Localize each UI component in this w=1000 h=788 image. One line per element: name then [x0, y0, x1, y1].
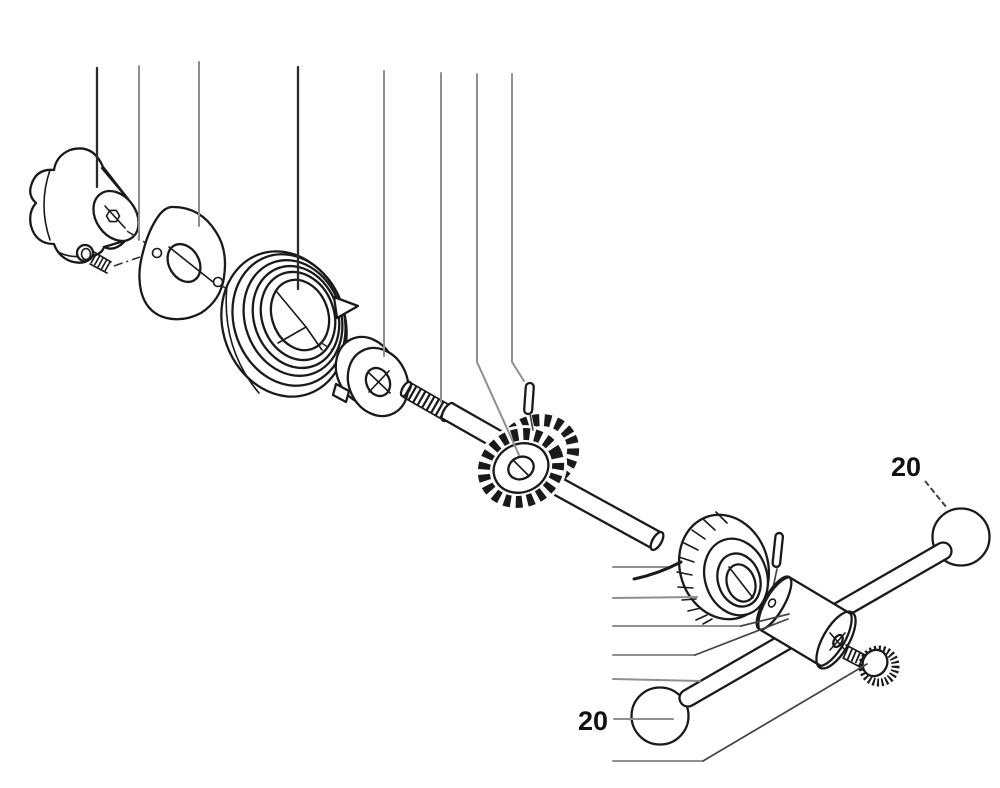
part-number-label-bottom-left: 20 [578, 706, 608, 736]
left-leader-lines [612, 560, 868, 762]
washer-tab [331, 382, 351, 404]
label-leader-upper [924, 480, 948, 509]
spiral-spring-drum [220, 250, 360, 398]
thumbscrew-knurled-head [858, 645, 900, 687]
top-leader-lines [95, 61, 525, 456]
knurled-thumbscrew [842, 644, 900, 687]
set-screw [75, 243, 112, 274]
spur-gear [474, 414, 580, 511]
gasket-plate [138, 205, 227, 321]
spring-tab [332, 295, 360, 320]
tab-washer [331, 335, 410, 418]
collar-pin-hole [767, 598, 777, 608]
screw-axis-line [113, 256, 141, 267]
pointer-curve [632, 560, 683, 581]
part-number-label-top-right: 20 [891, 452, 921, 482]
knurled-roller [676, 511, 771, 625]
handle-ball-lower [630, 686, 690, 746]
gear-front-teeth [477, 428, 565, 508]
star-knob [29, 147, 140, 264]
roller-knurling [676, 511, 728, 625]
roll-pin-gear [523, 381, 535, 431]
hex-socket-hole [105, 209, 121, 223]
